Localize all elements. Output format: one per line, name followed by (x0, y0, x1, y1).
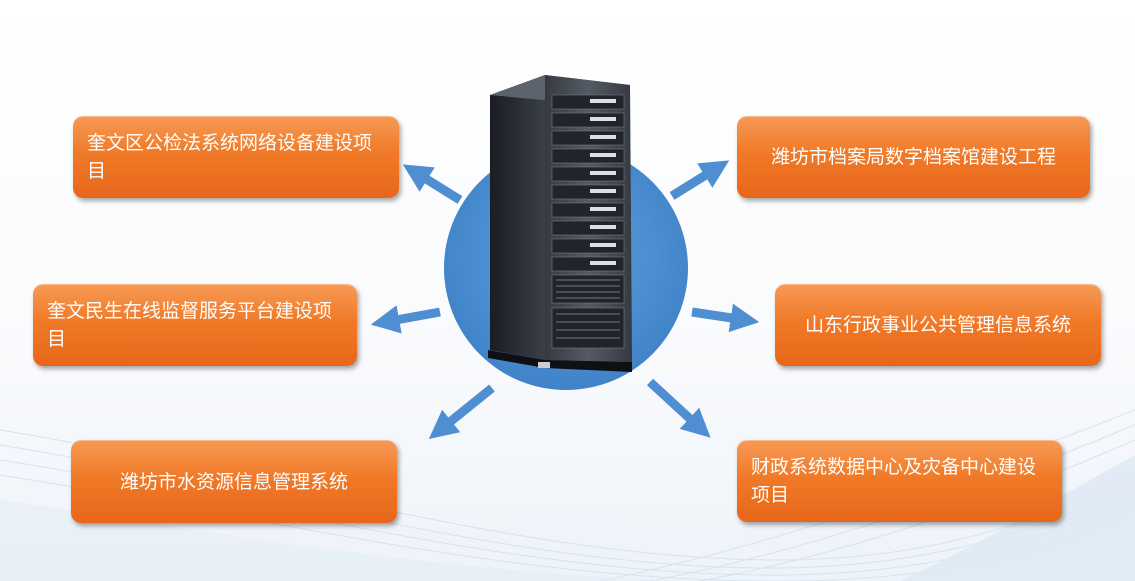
project-box-4: 潍坊市档案局数字档案馆建设工程 (737, 116, 1090, 198)
project-label: 潍坊市档案局数字档案馆建设工程 (770, 146, 1056, 168)
project-label: 财政系统数据中心及灾备中心建设项目 (751, 456, 1037, 506)
arrow-to-project-6 (646, 378, 711, 438)
project-box-2: 奎文民生在线监督服务平台建设项目 (33, 284, 357, 366)
project-label: 奎文民生在线监督服务平台建设项目 (47, 300, 333, 350)
project-box-3: 潍坊市水资源信息管理系统 (71, 440, 397, 523)
project-label: 奎文区公检法系统网络设备建设项目 (87, 132, 373, 182)
arrow-to-project-5 (691, 303, 760, 333)
project-box-6: 财政系统数据中心及灾备中心建设项目 (737, 440, 1062, 522)
project-box-1: 奎文区公检法系统网络设备建设项目 (73, 116, 399, 198)
arrow-to-project-2 (370, 305, 441, 334)
arrow-to-project-1 (402, 164, 463, 204)
arrow-to-project-3 (428, 384, 495, 440)
project-label: 山东行政事业公共管理信息系统 (804, 314, 1071, 336)
project-box-5: 山东行政事业公共管理信息系统 (775, 284, 1101, 366)
arrow-to-project-4 (669, 160, 730, 200)
project-label: 潍坊市水资源信息管理系统 (119, 470, 348, 493)
